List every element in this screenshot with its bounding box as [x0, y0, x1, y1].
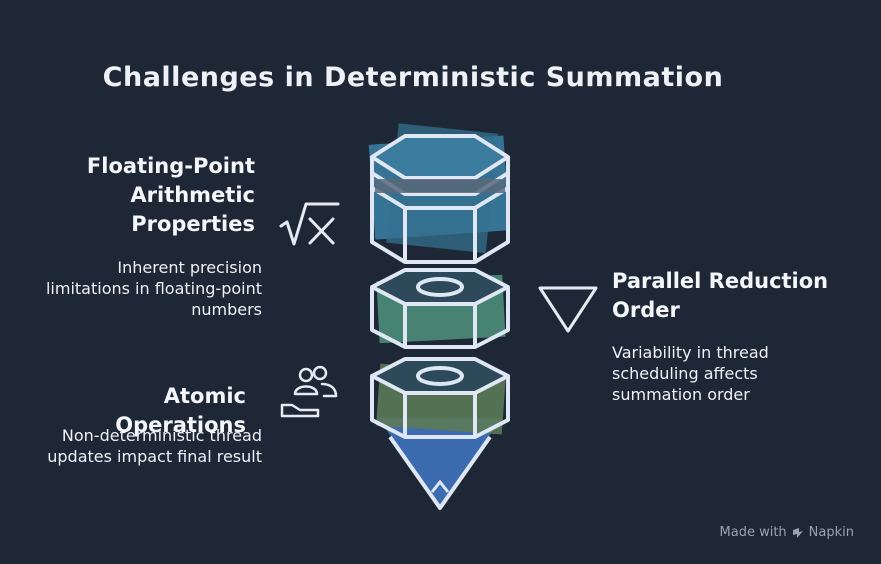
- square-root-icon: [279, 202, 340, 246]
- heading-line: Parallel Reduction: [612, 269, 829, 293]
- triangle-down-icon: [538, 286, 598, 333]
- atomic-operations-heading: Atomic Operations: [30, 382, 246, 440]
- heading-line: Arithmetic: [130, 183, 255, 207]
- floating-point-heading: Floating-Point Arithmetic Properties: [40, 152, 255, 239]
- made-with-napkin-watermark: Made with Napkin: [720, 525, 854, 540]
- description-line: limitations in floating-point: [45, 279, 262, 298]
- atomic-operations-description: Non-deterministic thread updates impact …: [10, 425, 262, 467]
- watermark-prefix: Made with: [719, 525, 787, 540]
- description-line: Inherent precision: [117, 258, 262, 277]
- description-line: summation order: [612, 385, 750, 404]
- description-line: updates impact final result: [47, 447, 262, 466]
- description-line: scheduling affects: [612, 364, 758, 383]
- heading-line: Atomic Operations: [115, 384, 246, 437]
- bottom-nut: [370, 357, 510, 510]
- users-hand-icon: [280, 365, 338, 418]
- description-line: Non-deterministic thread: [61, 426, 262, 445]
- page-title: Challenges in Deterministic Summation: [102, 62, 724, 93]
- floating-point-description: Inherent precision limitations in floati…: [10, 257, 262, 320]
- watermark-brand: Napkin: [808, 525, 854, 540]
- heading-line: Properties: [131, 212, 255, 236]
- middle-nut: [370, 268, 510, 349]
- parallel-reduction-description: Variability in thread scheduling affects…: [612, 342, 852, 405]
- description-line: numbers: [191, 300, 262, 319]
- parallel-reduction-heading: Parallel Reduction Order: [612, 267, 852, 325]
- heading-line: Order: [612, 298, 680, 322]
- napkin-logo-icon: [792, 527, 803, 538]
- heading-line: Floating-Point: [86, 154, 255, 178]
- top-cylinder: [368, 123, 510, 264]
- description-line: Variability in thread: [612, 343, 769, 362]
